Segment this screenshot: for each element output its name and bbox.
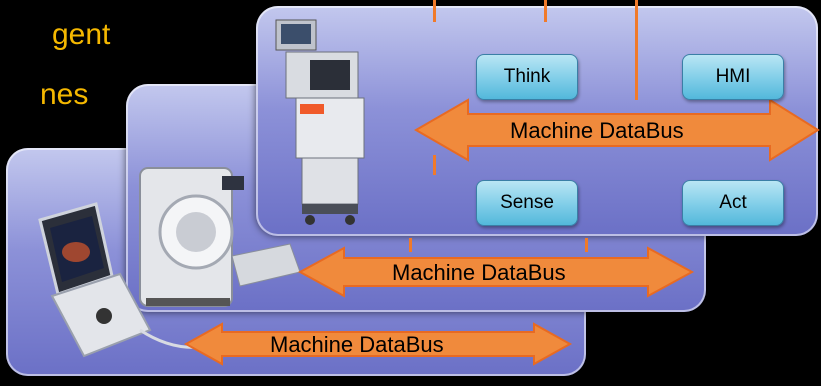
portable-ultrasound-icon bbox=[38, 202, 231, 358]
heading-line-2: nes bbox=[40, 78, 89, 111]
ct-scanner-icon bbox=[139, 167, 301, 307]
hmi-box: HMI bbox=[682, 54, 784, 100]
act-box: Act bbox=[682, 180, 784, 226]
bus-label-top: Machine DataBus bbox=[510, 118, 684, 143]
sense-box: Sense bbox=[476, 180, 578, 226]
heading-line-1: gent bbox=[52, 18, 111, 51]
machine-databus-arrow-middle bbox=[297, 246, 695, 298]
anesthesia-machine-icon bbox=[275, 19, 365, 225]
bus-label-middle: Machine DataBus bbox=[392, 260, 566, 285]
think-box: Think bbox=[476, 54, 578, 100]
bus-label-bottom: Machine DataBus bbox=[270, 332, 444, 357]
machine-databus-arrow-bottom bbox=[183, 322, 573, 366]
machine-databus-arrow-top bbox=[413, 98, 820, 162]
